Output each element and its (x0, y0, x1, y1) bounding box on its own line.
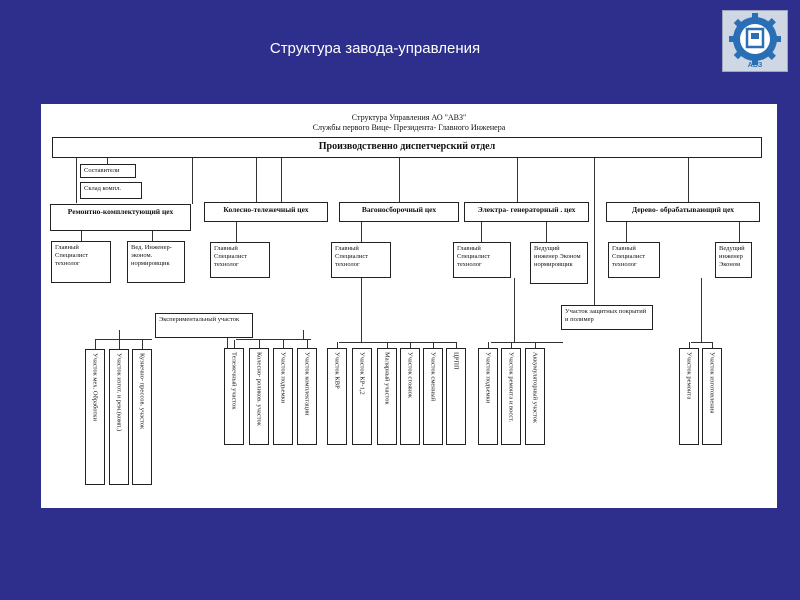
unit-8: Участок КВР (327, 348, 347, 445)
chart-header-title: Структура Управления АО "АВЗ" (351, 113, 467, 122)
shop-electro-box: Электра- генераторный . цех (464, 202, 589, 222)
staff-box-5: Главный Специалист технолог (453, 242, 511, 278)
unit-14: Участок подъемки (478, 348, 498, 445)
unit-2: Участок изгот. и рем.(комп.) (109, 349, 129, 485)
staff-box-4: Главный Специалист технолог (331, 242, 391, 278)
chart-header-subtitle: Службы первого Вице- Президента- Главног… (312, 123, 506, 132)
composers-box: Составители (80, 164, 136, 178)
unit-15: Участок ремонта и восст. (501, 348, 521, 445)
org-chart: Структура Управления АО "АВЗ" Службы пер… (41, 104, 777, 508)
staff-box-7: Главный Специалист технолог (608, 242, 660, 278)
shop-wagon-box: Вагоносборочный цех (339, 202, 459, 222)
unit-4: Тележечный участок (224, 348, 244, 445)
unit-10: Малярный участок (377, 348, 397, 445)
staff-box-6: Ведущий инженер Эконом нормировщик (530, 242, 588, 284)
unit-5: Колесно- роликов. участок (249, 348, 269, 445)
shop-wood-box: Дерево- обрабатывающий цех (606, 202, 760, 222)
shop-repair-box: Ремонтно-комплектующий цех (50, 204, 191, 231)
staff-box-2: Вед. Инженер-эконом. нормировщик (127, 241, 185, 283)
coatings-box: Участок защитных покрытий и полимер (561, 305, 653, 330)
slide-title: Структура завода-управления (269, 40, 481, 57)
unit-3: Кузнечно- прессов. участок (132, 349, 152, 485)
unit-17: Участок ремонта (679, 348, 699, 445)
unit-13: ЦРПП (446, 348, 466, 445)
staff-box-8: Ведущий инженер Эконом (715, 242, 752, 278)
experimental-box: Экспериментальный участок (155, 313, 253, 338)
warehouse-box: Склад компл. (80, 182, 142, 199)
unit-18: Участок изготовления (702, 348, 722, 445)
unit-7: Участок комплектации (297, 348, 317, 445)
unit-1: Участок мех. Обработки (85, 349, 105, 485)
staff-box-3: Главный Специалист технолог (210, 242, 270, 278)
unit-9: Участок КР-1,2 (352, 348, 372, 445)
unit-16: Аккумуляторный участок (525, 348, 545, 445)
avz-logo: АВЗ (722, 10, 788, 72)
gear-logo-icon (729, 13, 781, 65)
unit-11: Участок стоянок (400, 348, 420, 445)
main-dept-box: Производственно диспетчерский отдел (52, 137, 762, 158)
shop-wheel-box: Колесно-тележечный цех (204, 202, 328, 222)
staff-box-1: Главный Специалист технолог (51, 241, 111, 283)
logo-text: АВЗ (747, 62, 763, 69)
unit-6: Участок подъемки (273, 348, 293, 445)
unit-12: Участок сменный (423, 348, 443, 445)
